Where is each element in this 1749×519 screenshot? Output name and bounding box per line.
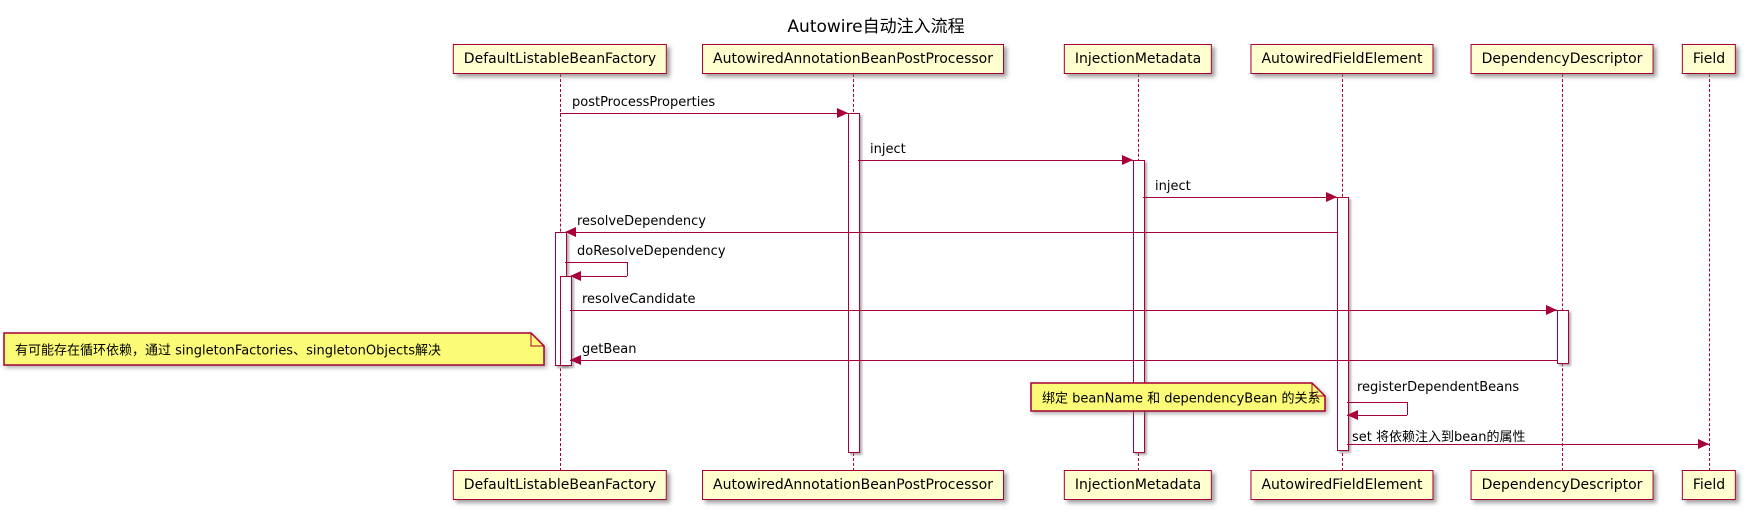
selfcall-vertical-line-doresolvedependency (627, 262, 628, 276)
participant-bottom-field: Field (1681, 470, 1737, 500)
message-line-resolvedependency (565, 232, 1337, 233)
participant-bottom-dependencydescriptor: DependencyDescriptor (1470, 470, 1654, 500)
arrowhead-right-icon (1326, 192, 1337, 202)
arrowhead-right-icon (837, 108, 848, 118)
diagram-title: Autowire自动注入流程 (787, 17, 965, 37)
message-line-set (1347, 444, 1709, 445)
note-text: 有可能存在循环依赖，通过 singletonFactories、singleto… (15, 343, 441, 359)
lifeline-dependencydescriptor (1562, 74, 1563, 471)
message-line-postprocessproperties (560, 113, 848, 114)
selfcall-out-line-registerdependentbeans (1347, 402, 1407, 403)
selfcall-vertical-line-registerdependentbeans (1407, 402, 1408, 415)
participant-top-field: Field (1681, 44, 1737, 74)
message-line-resolvecandidate (570, 310, 1557, 311)
note-text: 绑定 beanName 和 dependencyBean 的关系 (1042, 391, 1321, 407)
message-label-registerdependentbeans: registerDependentBeans (1357, 380, 1520, 395)
note-shape (3, 332, 545, 366)
selfcall-return-line-doresolvedependency (570, 276, 627, 277)
participant-top-autowiredannotationbeanpostprocessor: AutowiredAnnotationBeanPostProcessor (702, 44, 1004, 74)
message-label-inject-1: inject (870, 142, 906, 157)
participant-top-dependencydescriptor: DependencyDescriptor (1470, 44, 1654, 74)
note-bind-beanname: 绑定 beanName 和 dependencyBean 的关系 (1030, 382, 1326, 412)
participant-bottom-autowiredfieldelement: AutowiredFieldElement (1250, 470, 1434, 500)
participant-bottom-injectionmetadata: InjectionMetadata (1063, 470, 1213, 500)
arrowhead-left-icon (570, 355, 581, 365)
message-label-resolvedependency: resolveDependency (577, 214, 706, 229)
note-circular-dependency: 有可能存在循环依赖，通过 singletonFactories、singleto… (3, 332, 545, 366)
activation-autowiredannotationbeanpostprocessor (848, 113, 860, 453)
participant-bottom-defaultlistablebeanfactory: DefaultListableBeanFactory (452, 470, 668, 500)
participant-top-autowiredfieldelement: AutowiredFieldElement (1250, 44, 1434, 74)
selfcall-return-line-registerdependentbeans (1347, 415, 1407, 416)
note-shape (1030, 382, 1326, 412)
message-label-getbean: getBean (582, 342, 637, 357)
arrowhead-left-icon (565, 227, 576, 237)
message-label-inject-2: inject (1155, 179, 1191, 194)
arrowhead-left-icon (570, 271, 581, 281)
participant-top-injectionmetadata: InjectionMetadata (1063, 44, 1213, 74)
message-label-doresolvedependency: doResolveDependency (577, 244, 726, 259)
arrowhead-right-icon (1698, 439, 1709, 449)
message-label-resolvecandidate: resolveCandidate (582, 292, 696, 307)
activation-injectionmetadata (1133, 160, 1145, 453)
message-label-postprocessproperties: postProcessProperties (572, 95, 716, 110)
arrowhead-left-icon (1347, 410, 1358, 420)
selfcall-out-line-doresolvedependency (565, 262, 627, 263)
lifeline-field (1709, 74, 1710, 471)
message-line-getbean (570, 360, 1557, 361)
activation-dependencydescriptor (1557, 310, 1569, 364)
arrowhead-right-icon (1546, 305, 1557, 315)
participant-top-defaultlistablebeanfactory: DefaultListableBeanFactory (452, 44, 668, 74)
arrowhead-right-icon (1122, 155, 1133, 165)
message-line-inject-1 (858, 160, 1133, 161)
activation-defaultlistablebeanfactory-nested (560, 276, 572, 366)
message-label-set: set 将依赖注入到bean的属性 (1352, 430, 1526, 445)
message-line-inject-2 (1143, 197, 1337, 198)
participant-bottom-autowiredannotationbeanpostprocessor: AutowiredAnnotationBeanPostProcessor (702, 470, 1004, 500)
activation-autowiredfieldelement (1337, 197, 1349, 451)
